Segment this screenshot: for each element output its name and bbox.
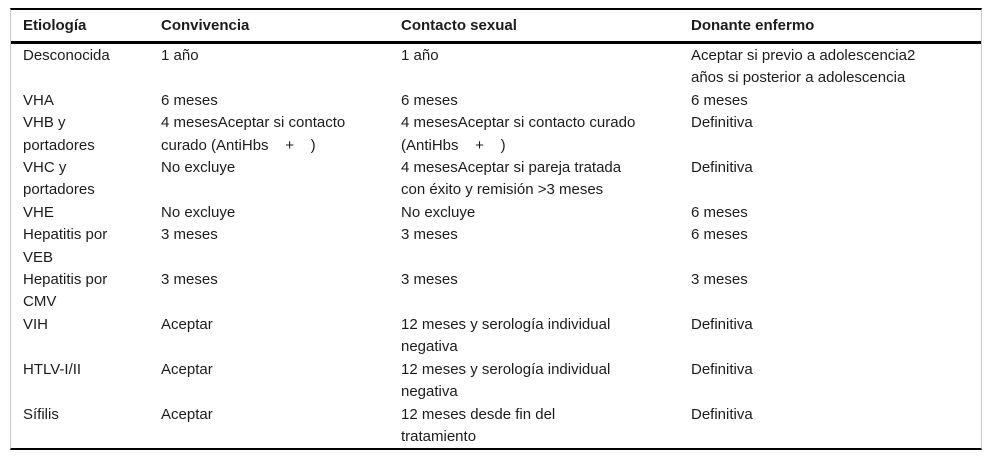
table-cell: 3 meses [161, 271, 218, 289]
row-label-cell: VHB y portadores [23, 114, 95, 154]
row-label-cell: Sífilis [23, 405, 59, 423]
table-cell: 12 meses desde fin del tratamiento [401, 405, 556, 445]
row-label-cell: VIH [23, 315, 49, 333]
table-header: Etiología Convivencia Contacto sexual Do… [11, 10, 981, 44]
exclusion-criteria-table-frame: Etiología Convivencia Contacto sexual Do… [10, 8, 982, 451]
table-cell: 1 año [161, 47, 199, 64]
table-cell: 6 meses [401, 91, 458, 109]
table-row-hepatitis-veb: Hepatitis por VEB 3 meses 3 meses 6 mese… [11, 224, 981, 269]
table-cell: No excluye [161, 159, 236, 177]
table-cell: Aceptar [161, 315, 213, 333]
table-cell: 3 meses [401, 226, 458, 244]
table-cell: Aceptar [161, 405, 213, 423]
table-cell: 4 mesesAceptar si contacto curado (AntiH… [161, 114, 346, 154]
row-label-cell: VHC y portadores [23, 159, 95, 199]
table-row-vih: VIH Aceptar 12 meses y serología individ… [11, 314, 981, 359]
table-cell: 6 meses [691, 203, 748, 221]
table-cell: Definitiva [691, 315, 753, 333]
row-label-cell: Hepatitis por VEB [23, 226, 108, 266]
table-row-desconocida: Desconocida 1 año 1 año Aceptar si previ… [11, 43, 981, 90]
table-cell: 12 meses y serología individual negativa [401, 315, 611, 356]
table-row-vhc: VHC y portadores No excluye 4 mesesAcept… [11, 157, 981, 202]
table-cell: Aceptar si previo a adolescencia2 años s… [691, 47, 916, 87]
row-label-cell: Desconocida [23, 47, 110, 64]
table-cell: Definitiva [691, 360, 753, 378]
table-cell: Definitiva [691, 159, 753, 177]
table-cell: 1 año [401, 47, 439, 64]
table-row-hepatitis-cmv: Hepatitis por CMV 3 meses 3 meses 3 mese… [11, 269, 981, 314]
exclusion-criteria-table: Etiología Convivencia Contacto sexual Do… [11, 10, 981, 448]
table-row-vhb: VHB y portadores 4 mesesAceptar si conta… [11, 112, 981, 157]
table-cell: 6 meses [161, 91, 218, 109]
table-cell: No excluye [401, 203, 476, 221]
column-header-etiologia: Etiología [11, 10, 161, 44]
table-cell: 12 meses y serología individual negativa [401, 360, 611, 401]
column-header-convivencia: Convivencia [161, 10, 401, 44]
table-cell: 4 mesesAceptar si pareja tratada con éxi… [401, 159, 622, 199]
table-cell: 3 meses [161, 226, 218, 244]
table-cell: Definitiva [691, 114, 753, 132]
table-body: Desconocida 1 año 1 año Aceptar si previ… [11, 43, 981, 449]
table-row-htlv: HTLV-I/II Aceptar 12 meses y serología i… [11, 359, 981, 404]
table-row-vhe: VHE No excluye No excluye 6 meses [11, 202, 981, 224]
table-cell: 4 mesesAceptar si contacto curado (AntiH… [401, 114, 636, 154]
row-label-cell: Hepatitis por CMV [23, 271, 108, 311]
table-cell: 6 meses [691, 226, 748, 244]
header-row: Etiología Convivencia Contacto sexual Do… [11, 10, 981, 44]
row-label-cell: VHE [23, 203, 54, 221]
table-cell: Definitiva [691, 405, 753, 423]
row-label-cell: VHA [23, 91, 54, 109]
table-cell: 3 meses [401, 271, 458, 289]
column-header-donante-enfermo: Donante enfermo [691, 10, 981, 44]
table-row-sifilis: Sífilis Aceptar 12 meses desde fin del t… [11, 404, 981, 449]
table-cell: Aceptar [161, 360, 213, 378]
table-row-vha: VHA 6 meses 6 meses 6 meses [11, 90, 981, 112]
column-header-contacto-sexual: Contacto sexual [401, 10, 691, 44]
row-label-cell: HTLV-I/II [23, 360, 82, 378]
table-cell: 3 meses [691, 271, 748, 289]
table-cell: No excluye [161, 203, 236, 221]
table-cell: 6 meses [691, 91, 748, 109]
